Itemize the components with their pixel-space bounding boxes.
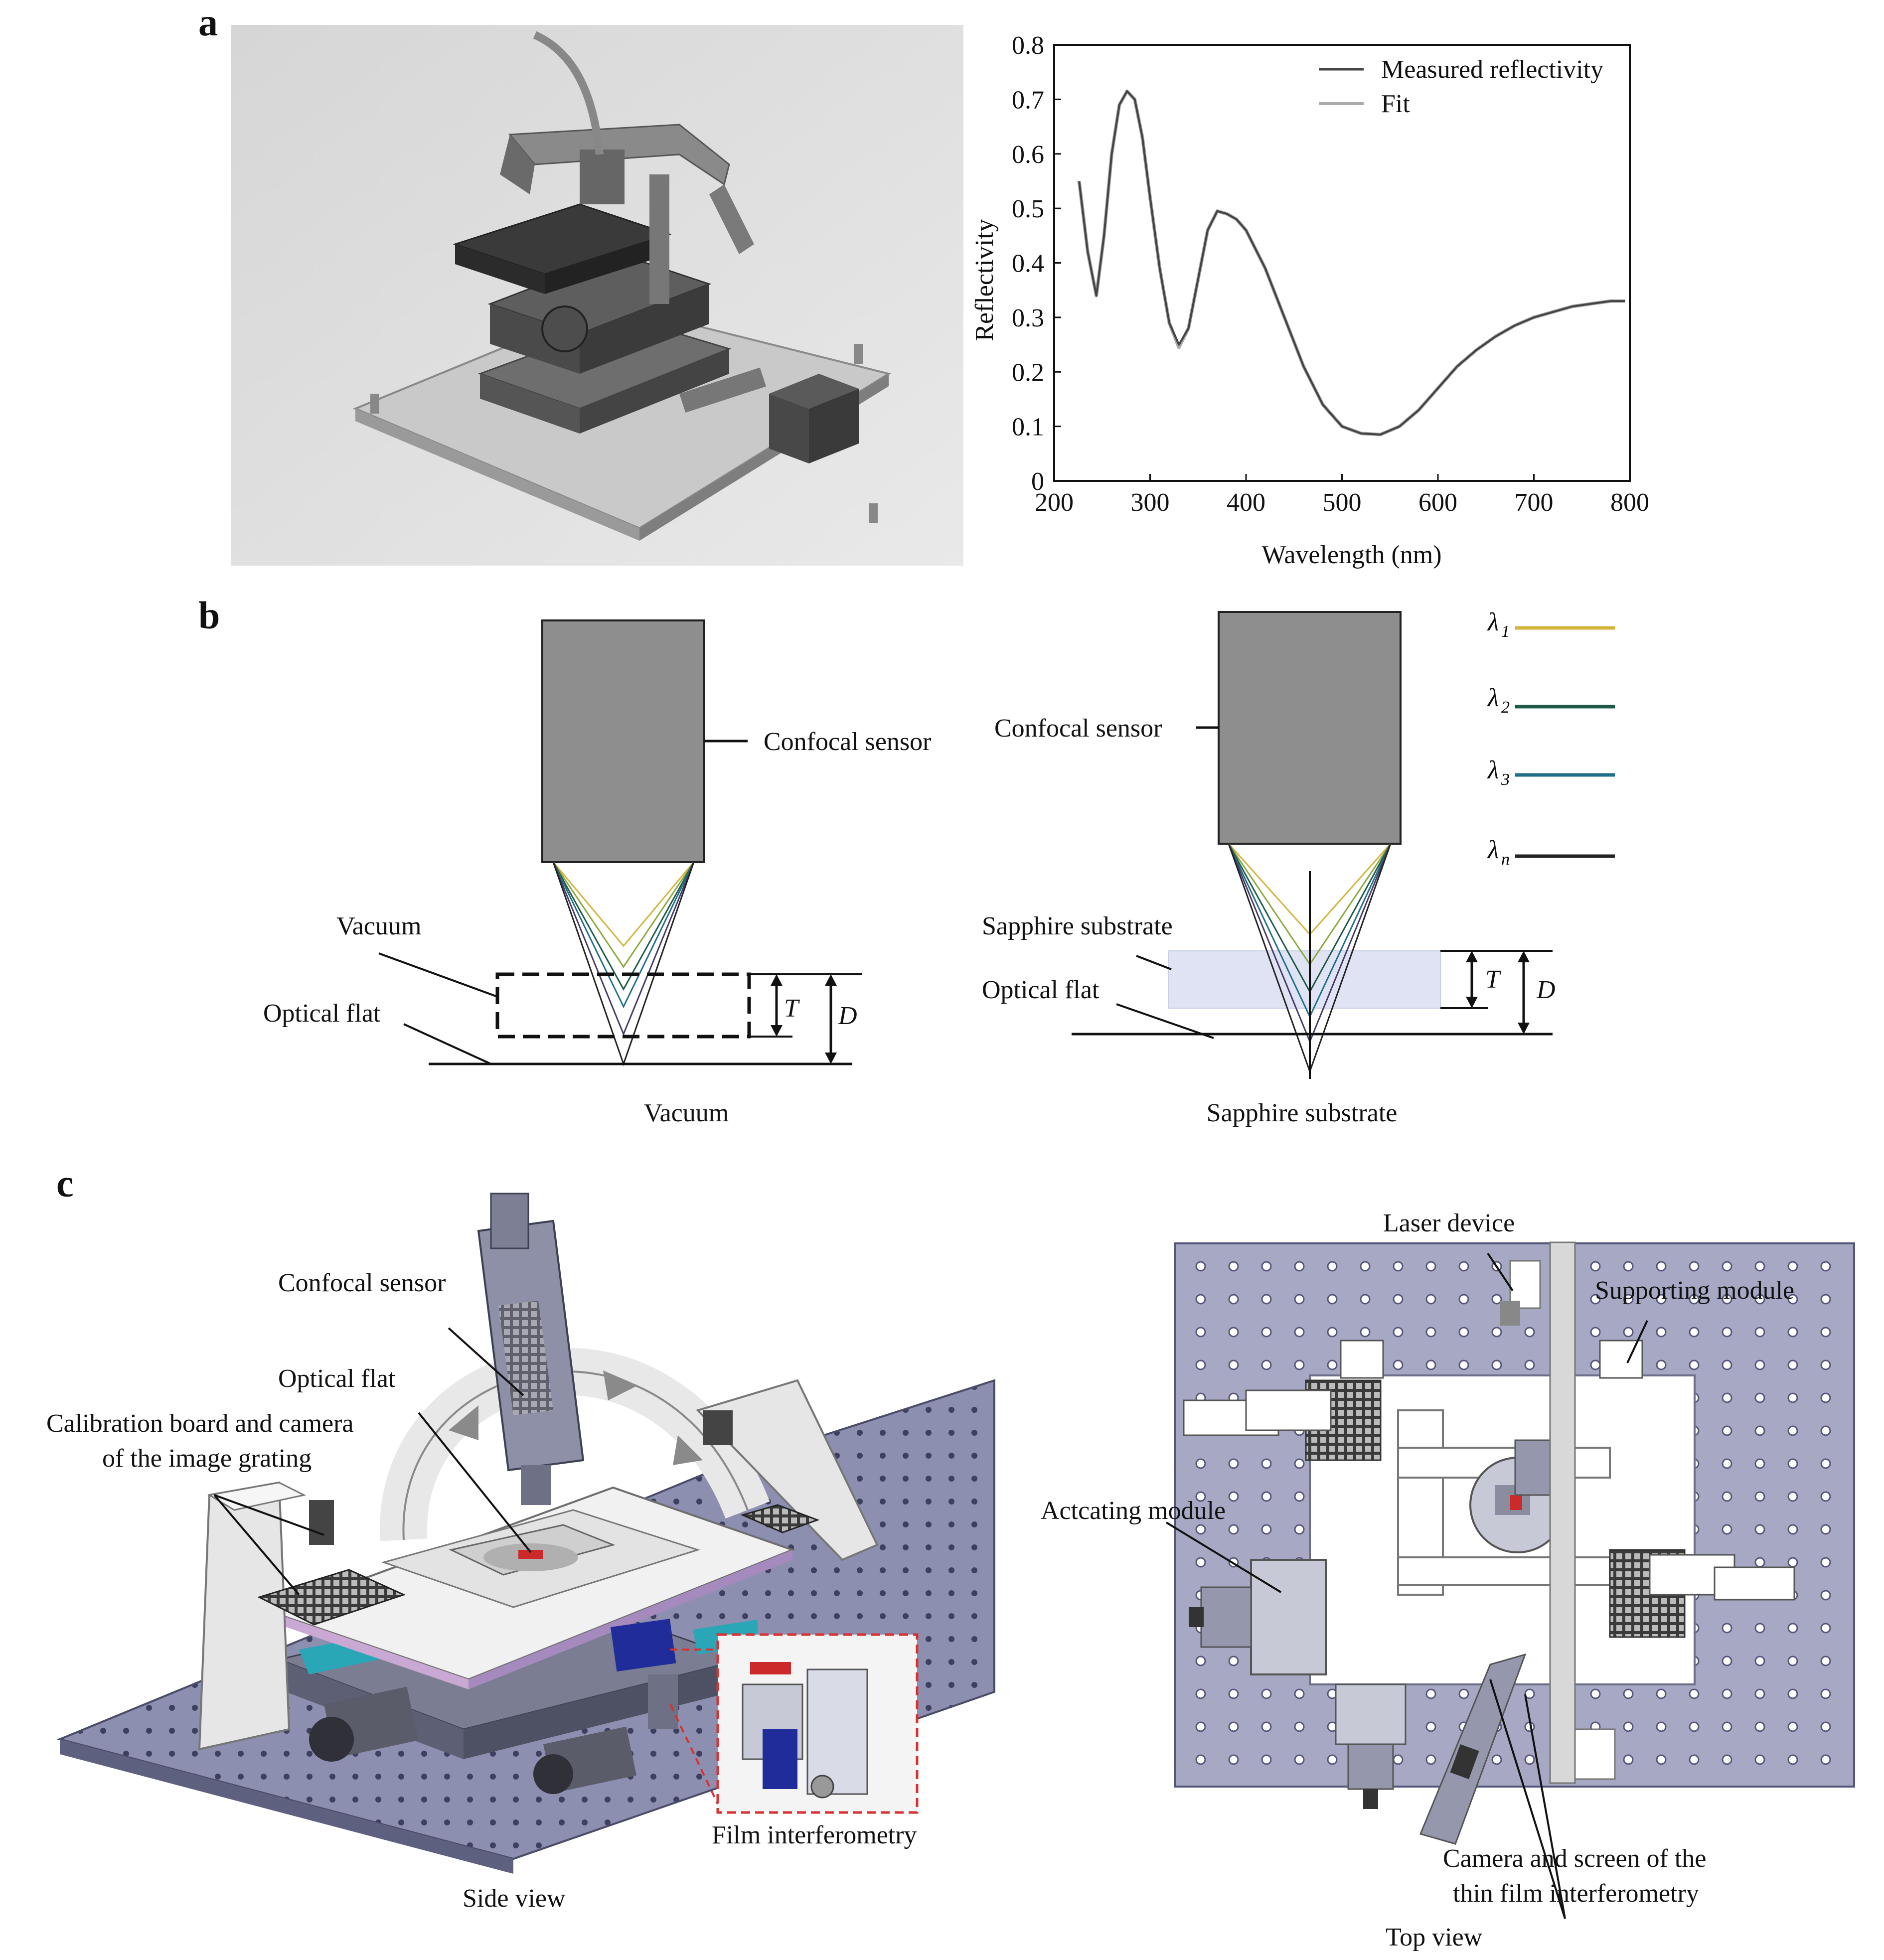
legend-l3-sym: λ [1487,756,1499,784]
panel-a-apparatus-render [231,25,963,566]
legend-ln-sym: λ [1487,836,1499,864]
caption-vacuum: Vacuum [644,1099,729,1127]
label-T-left: T [784,994,800,1023]
label-optical-flat-left: Optical flat [263,999,381,1028]
y-tick-label: 0.1 [1012,413,1044,442]
legend-l1-sub: 1 [1501,622,1510,641]
x-tick-label: 600 [1418,488,1457,517]
legend-l3-sub: 3 [1501,770,1510,789]
y-tick-label: 0.7 [1012,86,1044,114]
side-view-render [56,1193,995,1874]
top-view-render [1166,1241,1855,1919]
label-side-calib-2: of the image grating [102,1444,312,1473]
chart-legend: Measured reflectivity Fit [1319,55,1603,118]
x-tick-label: 700 [1515,488,1554,517]
label-D-right: D [1536,976,1556,1004]
label-camera-screen-2: thin film interferometry [1453,1879,1699,1908]
label-confocal-right: Confocal sensor [994,714,1162,743]
wavelength-legend: λ 1 λ 2 λ 3 λ n [1487,608,1615,869]
legend-l2-sym: λ [1487,684,1499,712]
confocal-sensor-right [1218,611,1402,845]
chart-ylabel: Reflectivity [970,219,999,341]
panel-c-letter: c [56,1162,74,1205]
series-line-fit [1077,89,1625,437]
label-film-interferometry: Film interferometry [712,1821,917,1849]
sapphire-substrate-layer [1168,950,1441,1009]
label-D-left: D [838,1002,857,1030]
label-side-confocal: Confocal sensor [278,1269,446,1297]
caption-sapphire: Sapphire substrate [1207,1099,1398,1127]
label-camera-screen-1: Camera and screen of the [1443,1844,1707,1873]
x-tick-label: 400 [1227,488,1265,517]
x-tick-label: 500 [1323,488,1362,517]
label-side-optical-flat: Optical flat [278,1364,396,1393]
panel-b-schematic: Confocal sensor T D Vacuum Optical flat … [263,608,1615,1127]
y-tick-label: 0.6 [1012,141,1044,169]
y-tick-label: 0.3 [1012,304,1044,332]
label-sapphire-right: Sapphire substrate [982,912,1173,940]
confocal-sensor-left [541,619,705,863]
legend-l1-sym: λ [1487,608,1499,636]
label-optical-flat-right: Optical flat [982,976,1099,1004]
x-tick-label: 300 [1131,488,1170,517]
y-tick-label: 0 [1031,467,1044,496]
light-cone-left [552,862,695,1066]
chart-plot-frame [1053,44,1631,482]
label-side-calib-1: Calibration board and camera [46,1409,354,1438]
y-tick-label: 0.8 [1012,31,1044,60]
panel-a-letter: a [198,0,218,44]
label-laser-device: Laser device [1383,1209,1515,1237]
chart-xlabel: Wavelength (nm) [1261,541,1441,569]
caption-top-view: Top view [1386,1923,1483,1952]
label-confocal-left: Confocal sensor [764,728,931,756]
series-line-measured-reflectivity [1078,90,1625,436]
x-tick-label: 800 [1610,488,1649,517]
y-tick-label: 0.4 [1012,250,1044,278]
legend-measured-label: Measured reflectivity [1381,55,1603,84]
caption-side-view: Side view [463,1884,566,1913]
panel-b-letter: b [198,594,220,637]
label-T-right: T [1485,965,1501,994]
reflectivity-chart: Reflectivity Wavelength (nm) 200 300 400 50… [970,31,1649,569]
y-tick-label: 0.5 [1012,195,1044,223]
vacuum-layer-box [495,972,751,1039]
label-supporting-module: Supporting module [1595,1276,1795,1305]
label-vacuum-left: Vacuum [336,912,421,940]
legend-ln-sub: n [1501,850,1510,869]
legend-l2-sub: 2 [1501,698,1510,717]
y-tick-label: 0.2 [1012,358,1044,387]
legend-fit-label: Fit [1381,90,1410,118]
label-actuating-module: Actcating module [1041,1497,1226,1525]
x-tick-label: 200 [1035,488,1074,517]
